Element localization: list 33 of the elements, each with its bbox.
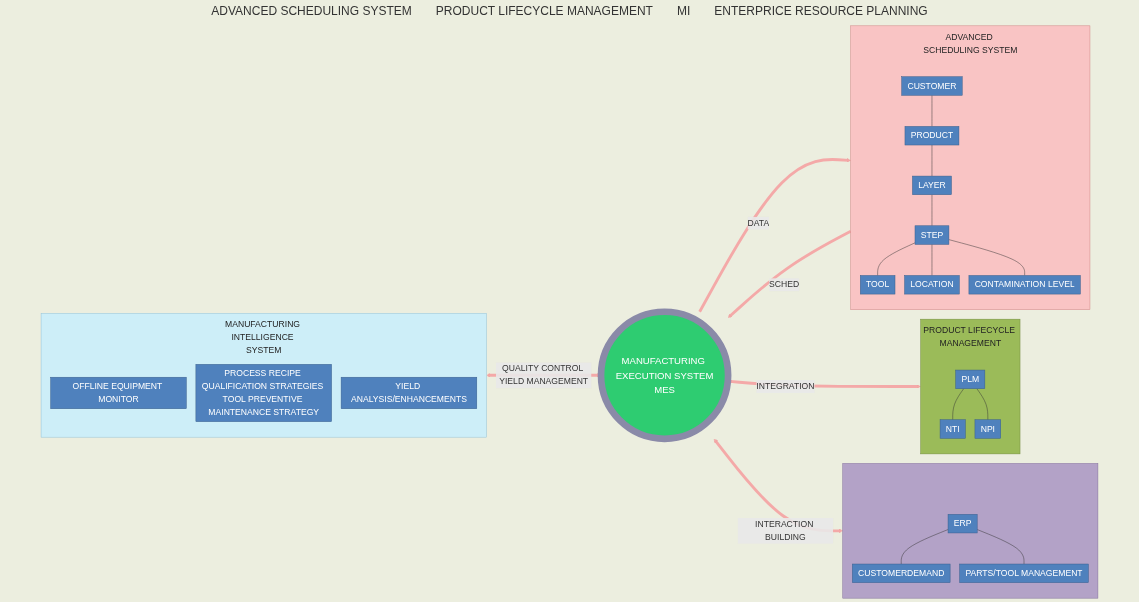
connector xyxy=(900,529,949,565)
cluster xyxy=(842,463,1099,599)
node-box: CUSTOMERDEMAND xyxy=(852,563,951,583)
node-box: LOCATION xyxy=(904,275,960,295)
connector xyxy=(952,388,964,420)
edge-label: SCHED xyxy=(769,279,800,290)
node-box: CONTAMINATION LEVEL xyxy=(968,275,1081,295)
node-box: STEP xyxy=(914,225,950,245)
connector xyxy=(976,529,1025,565)
node-circle: MANUFACTURING EXECUTION SYSTEM MES xyxy=(597,308,732,443)
node-box: PARTS/TOOL MANAGEMENT xyxy=(959,563,1089,583)
node-box: NPI xyxy=(974,419,1001,439)
node-box: PRODUCT xyxy=(904,126,960,146)
edge-label: QUALITY CONTROL YIELD MANAGEMENT xyxy=(499,363,589,387)
arrow xyxy=(698,158,851,313)
node-box: YIELD ANALYSIS/ENHANCEMENTS xyxy=(340,376,478,409)
node-box: PLM xyxy=(955,369,986,389)
connector xyxy=(976,388,989,420)
node-box: CUSTOMER xyxy=(901,76,963,96)
ring-label: ADVANCED SCHEDULING SYSTEM xyxy=(211,4,412,18)
ring-label: MI xyxy=(676,4,691,18)
edge-label: DATA xyxy=(747,218,770,228)
node-box: TOOL xyxy=(860,275,896,295)
ring-label: PRODUCT LIFECYCLE MANAGEMENT xyxy=(435,4,653,18)
node-box: LAYER xyxy=(912,175,952,195)
edge-label: INTEGRATION xyxy=(756,381,815,392)
node-box: OFFLINE EQUIPMENT MONITOR xyxy=(50,376,187,409)
arrow xyxy=(727,229,852,318)
ring-label: ENTERPRICE RESOURCE PLANNING xyxy=(714,4,928,18)
node-box: ERP xyxy=(947,514,978,534)
node-box: NTI xyxy=(939,419,966,439)
edge-label: INTERACTION BUILDING xyxy=(755,519,814,542)
node-box: PROCESS RECIPE QUALIFICATION STRATEGIES TOOL PREVENTIVE MAINTENANCE STRATEGY xyxy=(195,364,332,422)
